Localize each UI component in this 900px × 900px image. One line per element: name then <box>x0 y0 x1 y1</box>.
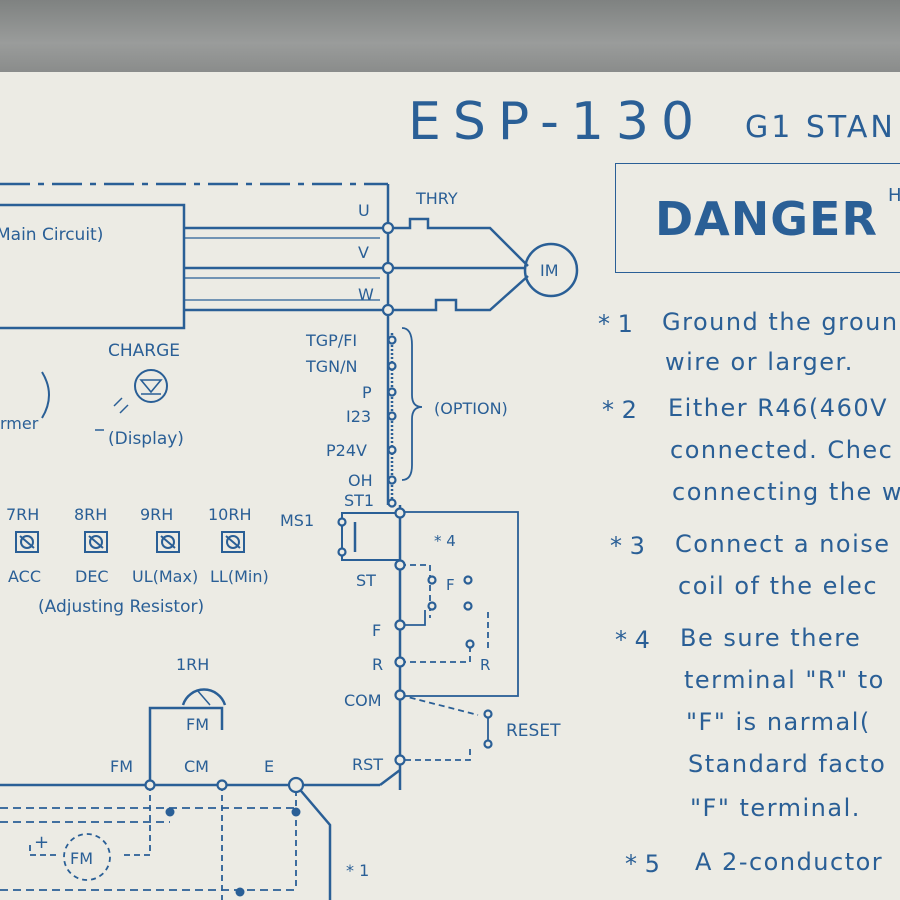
option-label: (OPTION) <box>434 399 508 418</box>
terminal-tgn: TGN/N <box>305 357 358 376</box>
note-4-number: * 4 <box>615 626 650 654</box>
note-4-line-2: terminal "R" to <box>684 666 885 694</box>
resistor-label-ll: LL(Min) <box>210 567 269 586</box>
resistor-id-7rh: 7RH <box>6 505 39 524</box>
danger-box <box>615 163 900 273</box>
terminal-st1: ST1 <box>344 491 374 510</box>
fm-meter-label: FM <box>186 715 209 734</box>
metal-frame <box>0 0 900 72</box>
resistor-id-10rh: 10RH <box>208 505 252 524</box>
plus-sign: + <box>34 832 49 853</box>
danger-heading: DANGER <box>655 192 878 246</box>
star1-label: * 1 <box>346 861 369 880</box>
resistor-label-ul: UL(Max) <box>132 567 198 586</box>
note-2-number: * 2 <box>602 396 637 424</box>
terminal-u: U <box>358 201 370 220</box>
motor-label: IM <box>540 261 559 280</box>
ms1-label: MS1 <box>280 511 314 530</box>
resistor-id-8rh: 8RH <box>74 505 107 524</box>
terminal-tgp: TGP/FI <box>305 331 357 350</box>
note-1-line-2: wire or larger. <box>665 348 854 376</box>
f-label: F <box>372 621 381 640</box>
resistor-10rh <box>221 531 245 553</box>
display-label: (Display) <box>108 429 184 449</box>
note-4-line-1: Be sure there <box>680 624 862 652</box>
charge-label: CHARGE <box>108 341 180 361</box>
terminal-i23: I23 <box>346 407 371 426</box>
r-label: R <box>372 655 383 674</box>
thr-label: THRY <box>415 189 458 208</box>
fm-terminal: FM <box>110 757 133 776</box>
terminal-v: V <box>358 243 369 262</box>
adjusting-label: (Adjusting Resistor) <box>38 597 204 617</box>
note-3-number: * 3 <box>610 532 645 560</box>
danger-extra: H <box>888 185 900 206</box>
note-3-line-2: coil of the elec <box>678 572 879 600</box>
main-circuit-box <box>0 203 186 330</box>
resistor-id-9rh: 9RH <box>140 505 173 524</box>
model-title: ESP-130 <box>408 92 707 152</box>
resistor-8rh <box>84 531 108 553</box>
note-2-line-1: Either R46(460V <box>668 394 889 422</box>
note-4-line-5: "F" terminal. <box>690 794 861 822</box>
resistor-9rh <box>156 531 180 553</box>
note-2-line-2: connected. Chec <box>670 436 894 464</box>
terminal-p: P <box>362 383 372 402</box>
note-2-line-3: connecting the w <box>672 478 900 506</box>
note-4-line-3: "F" is narmal( <box>686 708 871 736</box>
terminal-w: W <box>358 285 374 304</box>
note-5-number: * 5 <box>625 850 660 878</box>
fm-circle-label: FM <box>70 849 93 868</box>
resistor-7rh <box>15 531 39 553</box>
terminal-oh: OH <box>348 471 373 490</box>
fm-circle <box>63 833 111 881</box>
model-subtitle: G1 STAN <box>745 110 896 145</box>
terminal-p24v: P24V <box>326 441 367 460</box>
st-label: ST <box>356 571 376 590</box>
r-contact-label: R <box>480 656 490 674</box>
cm-terminal: CM <box>184 757 209 776</box>
reset-label: RESET <box>506 721 561 741</box>
note-4-line-4: Standard facto <box>688 750 887 778</box>
option-box <box>399 511 519 697</box>
main-circuit-label: Main Circuit) <box>0 225 103 245</box>
resistor-label-dec: DEC <box>75 567 109 586</box>
rh1-label: 1RH <box>176 655 209 674</box>
former-label: rmer <box>0 414 39 433</box>
resistor-label-acc: ACC <box>8 567 41 586</box>
note-1-line-1: Ground the groun <box>662 308 899 336</box>
rst-label: RST <box>352 755 383 774</box>
note-1-number: * 1 <box>598 310 633 338</box>
motor-circle <box>523 242 579 298</box>
note-5-line-1: A 2-conductor <box>695 848 884 876</box>
note-3-line-1: Connect a noise <box>675 530 891 558</box>
com-label: COM <box>344 691 382 710</box>
f-contact-label: F <box>446 576 455 594</box>
e-terminal: E <box>264 757 274 776</box>
star4-label: * 4 <box>434 532 456 550</box>
